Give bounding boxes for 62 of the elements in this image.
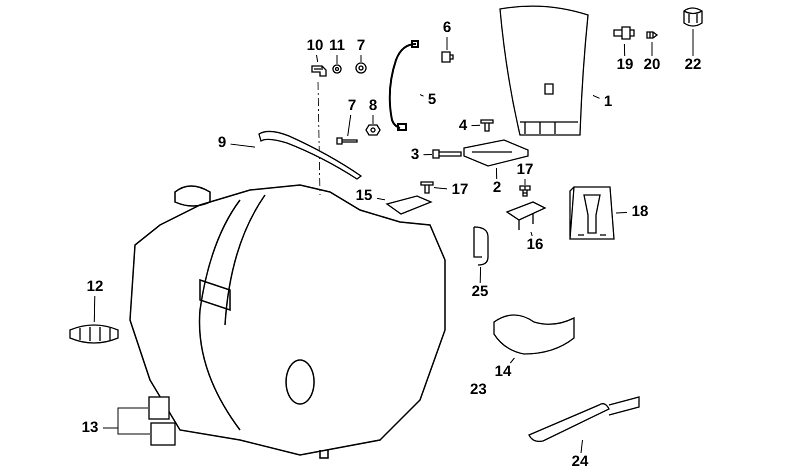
- leader-line: [446, 36, 448, 50]
- bolt-drawing: [440, 50, 454, 64]
- leader-line: [592, 94, 600, 99]
- callout-number: 13: [77, 419, 103, 437]
- leader-line: [434, 187, 448, 190]
- pad-drawing: [148, 396, 170, 420]
- callout-number: 19: [612, 56, 638, 74]
- screw-drawing: [420, 180, 434, 194]
- leader-line: [624, 44, 626, 56]
- leader-line: [496, 168, 498, 180]
- callout-number: 22: [680, 56, 706, 74]
- callout-number: 8: [364, 97, 382, 115]
- leader-line: [510, 358, 515, 364]
- callout-number: 5: [424, 91, 440, 109]
- leader-line: [524, 178, 526, 186]
- leader-line: [616, 212, 628, 214]
- washer-drawing: [355, 62, 367, 74]
- callout-number: 23: [470, 381, 487, 399]
- callout-number: 6: [438, 19, 456, 37]
- callout-number: 16: [522, 236, 548, 254]
- callout-number: 17: [512, 161, 538, 179]
- leader-line: [580, 440, 583, 454]
- grip-drawing: [68, 322, 120, 346]
- callout-number: 1: [600, 93, 616, 111]
- screw-drawing: [480, 118, 494, 132]
- pad-drawing: [150, 422, 176, 446]
- leader-line: [316, 54, 318, 62]
- callout-number: 24: [567, 453, 593, 471]
- leader-line: [423, 154, 432, 156]
- bracket-drawing: [385, 194, 431, 214]
- leader-line: [471, 124, 480, 126]
- nut-drawing: [366, 124, 380, 136]
- callout-number: 12: [82, 278, 108, 296]
- screw-drawing: [518, 185, 532, 197]
- callout-number: 2: [488, 179, 506, 197]
- callout-number: 4: [454, 117, 472, 135]
- callout-number: 14: [490, 363, 516, 381]
- leader-line: [692, 28, 694, 56]
- leader-line: [360, 54, 362, 62]
- callout-number: 7: [352, 37, 370, 55]
- callout-number: 15: [351, 187, 377, 205]
- screw-drawing: [432, 148, 462, 160]
- leader-line: [372, 114, 374, 124]
- callout-number: 18: [627, 203, 653, 221]
- leader-line: [376, 198, 386, 200]
- leader-line: [420, 94, 424, 97]
- washer-drawing: [332, 64, 342, 74]
- callout-number: 9: [214, 134, 230, 152]
- callout-number: 17: [447, 181, 473, 199]
- leader-line: [94, 296, 96, 322]
- leader-line: [347, 114, 352, 136]
- leader-line: [480, 266, 482, 284]
- callout-number: 7: [344, 97, 360, 115]
- leader-line: [230, 144, 256, 148]
- callout-number: 3: [406, 146, 424, 164]
- leader-line: [336, 54, 338, 64]
- bracket-drawing: [505, 200, 547, 232]
- screw-drawing: [336, 136, 358, 146]
- leader-line: [530, 232, 533, 236]
- leader-line: [102, 428, 150, 434]
- callout-number: 20: [639, 56, 665, 74]
- callout-number: 25: [467, 283, 493, 301]
